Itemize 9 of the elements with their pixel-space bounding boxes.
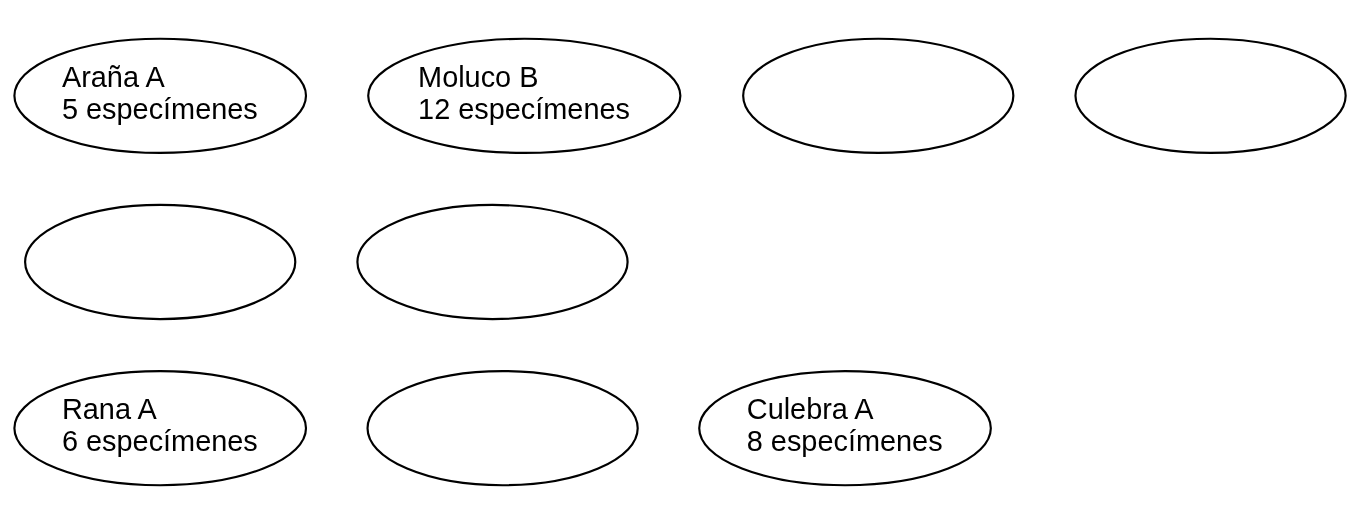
node-ellipse: Araña A 5 especímenes [13,37,308,154]
node-ellipse [366,369,639,486]
node-ellipse: Moluco B 12 especímenes [367,37,682,154]
node-ellipse [24,203,297,320]
node-ellipse [356,203,629,320]
node-ellipse [1074,37,1347,154]
node-ellipse [742,37,1015,154]
node-ellipse: Rana A 6 especímenes [13,369,308,486]
node-ellipse: Culebra A 8 especímenes [698,369,992,486]
